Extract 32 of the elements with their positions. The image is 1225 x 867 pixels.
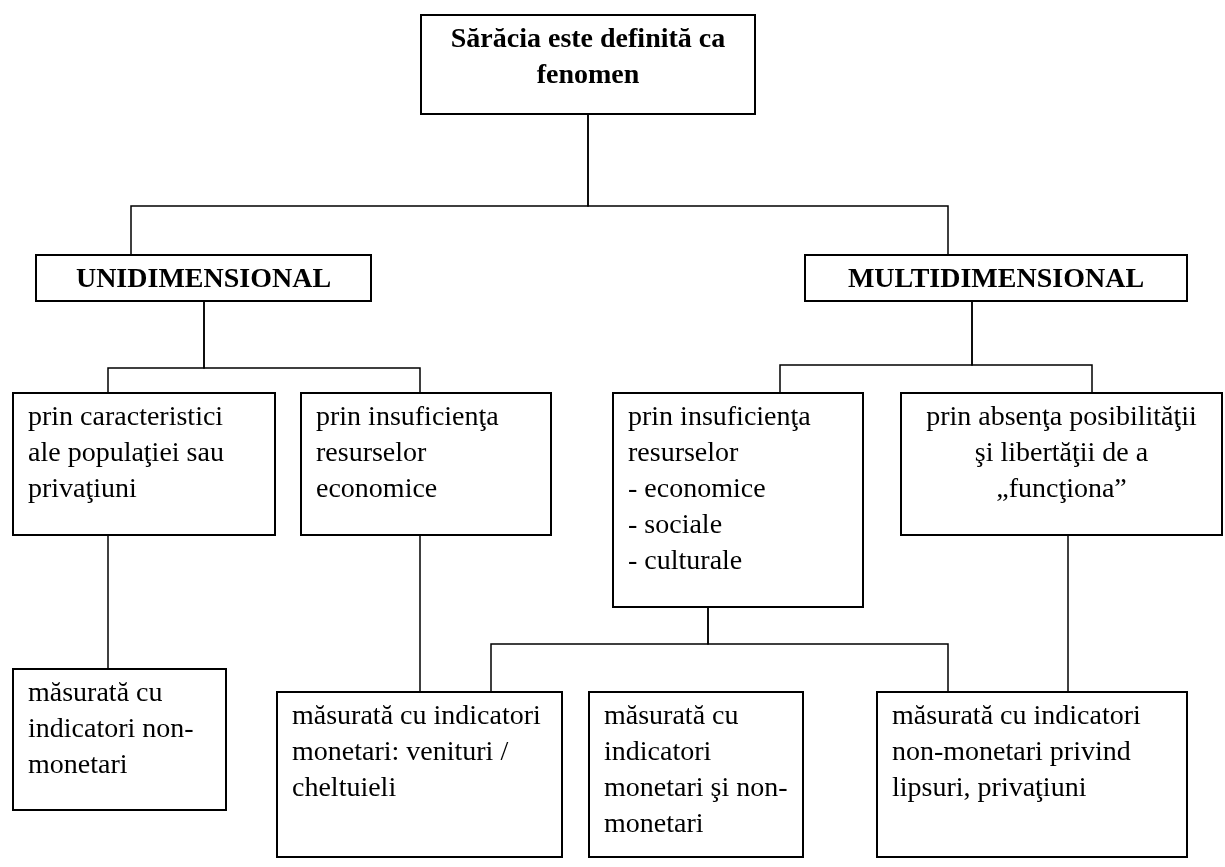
box-text: măsurată cu indicatori non-monetari privind lipsuri, privaţiuni [892, 698, 1142, 804]
text-box [420, 14, 756, 115]
text-box [612, 392, 864, 608]
connector-line [419, 535, 421, 692]
connector-line [971, 301, 1093, 393]
box-text: - sociale [628, 507, 724, 541]
text-box [804, 254, 1188, 302]
box-text: - economice [628, 471, 767, 505]
box-text: prin absenţa posibilităţii şi libertăţii de a „funcţiona” [925, 399, 1198, 505]
connector-line [707, 607, 949, 692]
connector-line [107, 535, 109, 669]
box-text: - culturale [628, 543, 744, 577]
box-text: măsurată cu indicatori monetari: venituri / cheltuieli [292, 698, 542, 804]
text-box [876, 691, 1188, 858]
connector-line [203, 301, 421, 393]
text-box [276, 691, 563, 858]
connector-line [1067, 535, 1069, 692]
box-text: măsurată cu indicatori monetari şi non-monetari [604, 698, 788, 840]
text-box [900, 392, 1223, 536]
text-box [35, 254, 372, 302]
text-box [588, 691, 804, 858]
box-text: MULTIDIMENSIONAL [846, 261, 1146, 295]
box-text: prin insuficienţa resurselor [628, 399, 812, 469]
box-text: măsurată cu indicatori non-monetari [28, 675, 195, 781]
connector-line [587, 114, 949, 255]
text-box [12, 668, 227, 811]
text-box [300, 392, 552, 536]
text-box [12, 392, 276, 536]
box-text: prin caracteristici ale populaţiei sau privaţiuni [28, 399, 225, 505]
box-text: prin insuficienţa resurselor economice [316, 399, 500, 505]
box-text: UNIDIMENSIONAL [74, 261, 333, 295]
box-text: Sărăcia este definită ca fenomen [449, 21, 727, 91]
